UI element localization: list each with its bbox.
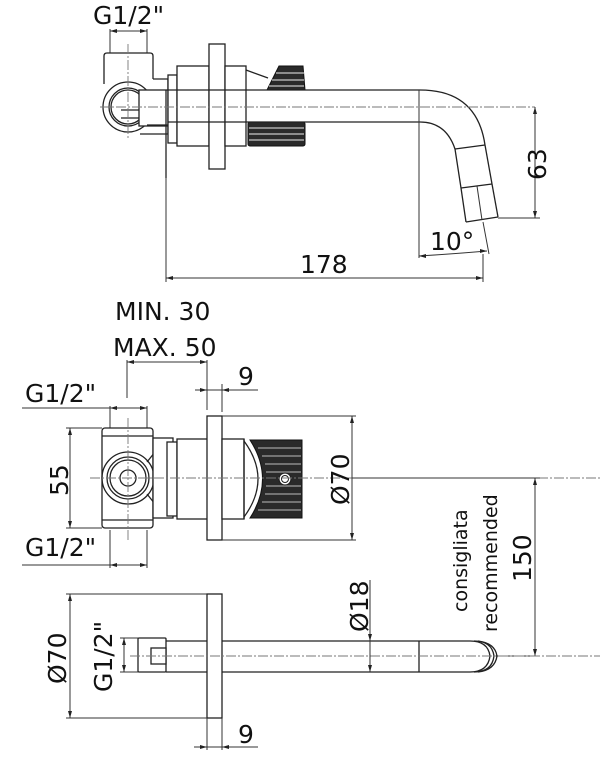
wall-depth-dimension bbox=[126, 360, 208, 410]
side-view: G1/2" bbox=[93, 1, 552, 282]
spout-pipe bbox=[100, 89, 535, 223]
spout-angle-label: 10° bbox=[430, 227, 474, 256]
spout-inlet-nut bbox=[137, 637, 207, 673]
inlet-thread-top-label: G1/2" bbox=[25, 379, 96, 408]
plate-thickness-label-bottom: 9 bbox=[238, 720, 254, 749]
projection-dimension bbox=[165, 178, 484, 282]
mixer-handle bbox=[243, 439, 303, 519]
handle-knurl-top bbox=[245, 65, 306, 91]
spout-inlet-thread-dimension bbox=[120, 637, 138, 673]
plate-thickness-dimension-top bbox=[195, 384, 258, 412]
plate-thickness-label-top: 9 bbox=[238, 362, 254, 391]
mixer-body-view: MIN. 30 MAX. 50 9 G1/2" bbox=[22, 297, 600, 568]
body-height-dimension bbox=[66, 427, 102, 529]
body-nut bbox=[165, 43, 247, 178]
pipe-diameter-label: Ø18 bbox=[345, 581, 374, 633]
elbow-fitting bbox=[102, 44, 169, 140]
handle-knurl-bottom bbox=[247, 121, 306, 147]
side-inlet-thread-label: G1/2" bbox=[93, 1, 164, 30]
side-inlet-thread-dimension bbox=[109, 29, 148, 53]
projection-label: 178 bbox=[300, 250, 348, 279]
plate-diameter-label: Ø70 bbox=[326, 454, 355, 506]
inlet-thread-top-dimension bbox=[22, 406, 148, 428]
pipe-diameter-dimension bbox=[368, 580, 372, 672]
body-height-label: 55 bbox=[45, 464, 74, 496]
spout-drop-dimension bbox=[498, 107, 540, 219]
spout-plate-diameter-label: Ø70 bbox=[43, 633, 72, 685]
inlet-thread-bottom-dimension bbox=[22, 530, 148, 568]
recommended-note-en: recommended bbox=[480, 494, 502, 632]
inlet-thread-bottom-label: G1/2" bbox=[25, 533, 96, 562]
spout-inlet-thread-label: G1/2" bbox=[89, 621, 118, 692]
recommended-note-it: consigliata bbox=[450, 509, 472, 612]
spout-pipe-body bbox=[130, 640, 600, 673]
spout-body-view: consigliata recommended 150 Ø70 G1/ bbox=[43, 477, 600, 750]
min-depth-label: MIN. 30 bbox=[115, 297, 210, 326]
plate-thickness-dimension-bottom bbox=[194, 718, 258, 750]
valve-body bbox=[101, 418, 210, 540]
spout-drop-label: 63 bbox=[523, 148, 552, 180]
recommended-distance-label: 150 bbox=[508, 534, 537, 582]
max-depth-label: MAX. 50 bbox=[113, 333, 217, 362]
spout-angle-dimension bbox=[418, 90, 490, 258]
spout-plate-diameter-dimension bbox=[66, 593, 207, 719]
